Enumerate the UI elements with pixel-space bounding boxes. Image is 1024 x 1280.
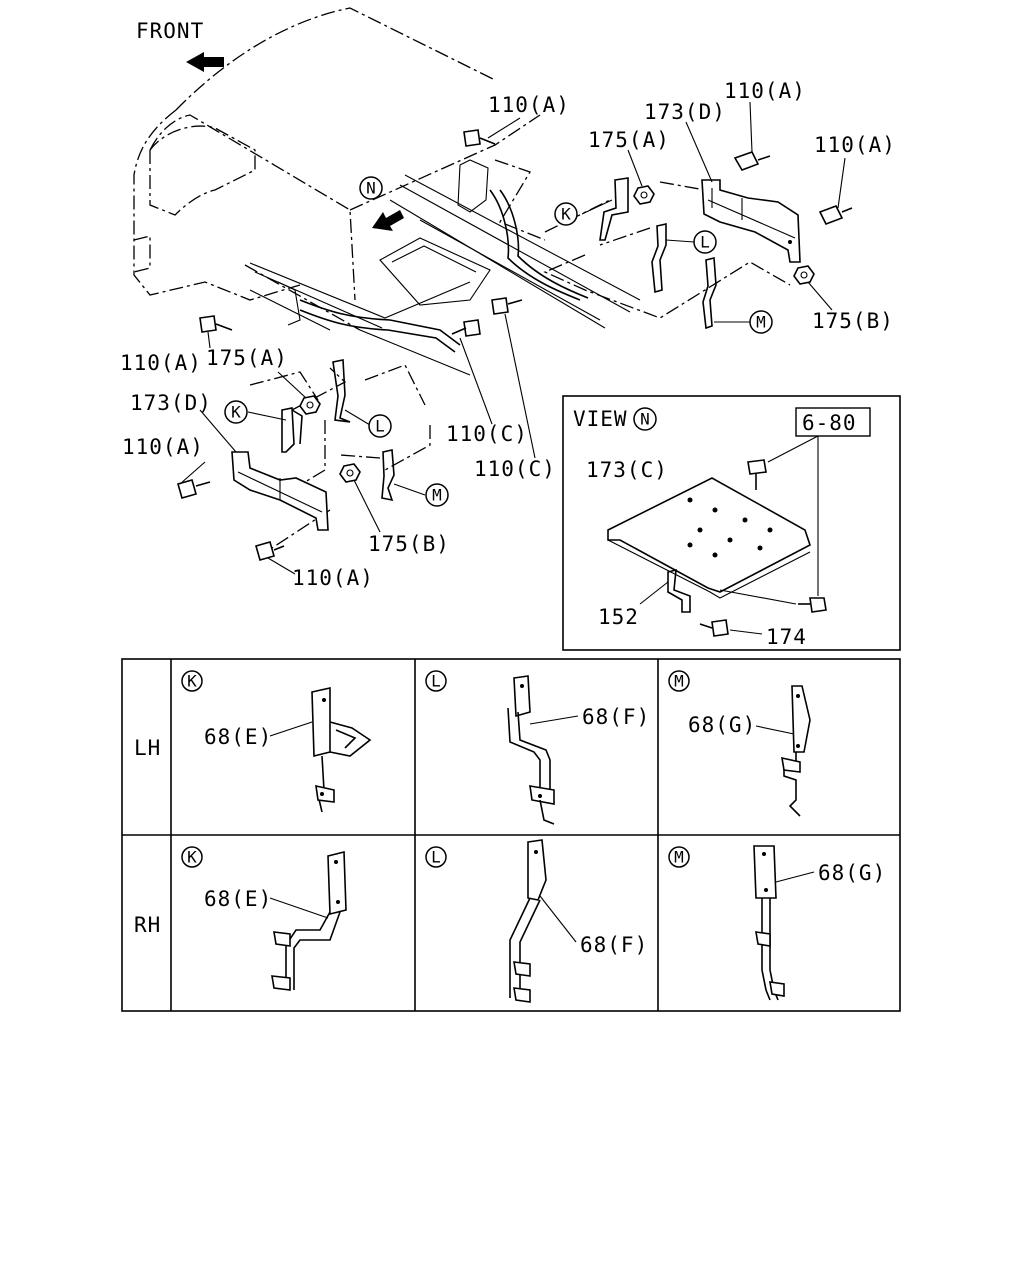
bracket-l-lh-small	[332, 359, 351, 423]
callout-173c: 173(C)	[586, 458, 668, 482]
nut-175b-icon	[793, 265, 815, 285]
svg-text:K: K	[231, 403, 241, 422]
part-label-68f: 68(F)	[580, 933, 648, 957]
part-label-68e: 68(E)	[204, 725, 272, 749]
svg-text:M: M	[432, 486, 442, 505]
svg-text:K: K	[561, 205, 571, 224]
callout-175b: 175(B)	[812, 309, 894, 333]
svg-text:N: N	[366, 179, 376, 198]
bracket-m-rh-small	[702, 256, 717, 330]
bracket-l-rh-small	[651, 223, 667, 294]
callout-110a: 110(A)	[488, 93, 570, 117]
front-arrow-icon	[186, 52, 224, 72]
table-cell-rh-l: L 68(F)	[425, 839, 648, 1003]
callout-110a: 110(A)	[814, 133, 896, 157]
table-cell-rh-k: K 68(E)	[181, 846, 347, 991]
cab-outline	[133, 7, 541, 331]
circle-marker-l: L	[368, 414, 392, 438]
bracket-152	[667, 568, 691, 613]
callout-110a: 110(A)	[292, 566, 374, 590]
main-pipe	[299, 189, 589, 353]
bracket-173d-lh	[231, 451, 329, 531]
bracket-k-rh-small	[599, 177, 629, 241]
view-n-inset: VIEW N 6-80 173(C) 152 174	[562, 395, 901, 651]
bracket-68f-rh-icon	[509, 839, 547, 1003]
bracket-m-lh-small	[381, 449, 395, 502]
callout-175b: 175(B)	[368, 532, 450, 556]
nut-175a-icon	[633, 185, 655, 205]
svg-text:K: K	[187, 672, 197, 691]
table-cell-lh-m: M 68(G)	[668, 670, 811, 817]
circle-marker-k: K	[554, 202, 578, 226]
row-label-lh: LH	[134, 736, 161, 760]
callout-110a: 110(A)	[724, 79, 806, 103]
callout-173d: 173(D)	[644, 100, 726, 124]
bracket-table: LH RH K 68(E) L 68(F)	[121, 658, 901, 1012]
svg-text:L: L	[700, 233, 710, 252]
part-label-68g: 68(G)	[688, 713, 756, 737]
bracket-68g-lh-icon	[781, 685, 811, 817]
svg-text:L: L	[375, 417, 385, 436]
front-label: FRONT	[136, 19, 204, 43]
svg-text:K: K	[187, 848, 197, 867]
bolt-icon	[798, 597, 827, 613]
reference-6-80: 6-80	[802, 411, 857, 435]
callout-110c: 110(C)	[474, 457, 556, 481]
circle-marker-l: L	[693, 230, 717, 254]
table-cell-lh-l: L 68(F)	[425, 670, 650, 825]
bolt-110a-icon	[177, 479, 211, 499]
circle-marker-n: N	[633, 407, 657, 431]
bolt-110a-icon	[199, 315, 233, 333]
bolt-110a-icon	[818, 204, 853, 226]
bracket-68f-lh-icon	[507, 675, 555, 825]
row-label-rh: RH	[134, 913, 161, 937]
svg-text:L: L	[431, 848, 441, 867]
bracket-k-lh-small	[281, 407, 303, 453]
table-cell-lh-k: K 68(E)	[181, 670, 372, 813]
chassis-frame	[249, 159, 641, 376]
view-label: VIEW	[573, 407, 628, 431]
svg-text:M: M	[756, 313, 766, 332]
circle-marker-m: M	[425, 483, 449, 507]
svg-text:N: N	[640, 410, 650, 429]
bolt-110a-icon	[255, 541, 285, 561]
callout-110a: 110(A)	[122, 435, 204, 459]
circle-marker-m: M	[749, 310, 773, 334]
svg-text:M: M	[674, 672, 684, 691]
table-cell-rh-m: M 68(G)	[668, 845, 886, 1001]
svg-text:L: L	[431, 672, 441, 691]
nut-175b-icon	[339, 463, 361, 483]
circle-marker-n: N	[359, 176, 383, 200]
part-label-68g: 68(G)	[818, 861, 886, 885]
bracket-68g-rh-icon	[753, 845, 785, 1001]
callout-152: 152	[598, 605, 639, 629]
bolt-icon	[747, 459, 767, 490]
callout-174: 174	[766, 625, 807, 649]
part-label-68f: 68(F)	[582, 705, 650, 729]
callout-110c: 110(C)	[446, 422, 528, 446]
circle-marker-k: K	[224, 400, 248, 424]
callout-175a: 175(A)	[588, 128, 670, 152]
bolt-110c-icon	[451, 319, 481, 337]
nut-175a-icon	[299, 395, 321, 415]
view-direction-arrow-icon	[372, 210, 404, 231]
bolt-110c-icon	[491, 297, 523, 315]
bolt-110a-icon	[463, 129, 496, 147]
part-label-68e: 68(E)	[204, 887, 272, 911]
bolt-174-icon	[699, 619, 729, 637]
svg-text:M: M	[674, 848, 684, 867]
bracket-68e-rh-icon	[271, 850, 347, 991]
callout-leaders	[179, 101, 846, 575]
bolt-110a-icon	[733, 151, 771, 171]
plate-173c	[607, 477, 811, 599]
callout-110a: 110(A)	[120, 351, 202, 375]
bracket-173d-rh	[701, 179, 801, 263]
callout-173d: 173(D)	[130, 391, 212, 415]
bracket-68e-lh-icon	[311, 687, 372, 813]
callout-175a: 175(A)	[206, 346, 288, 370]
